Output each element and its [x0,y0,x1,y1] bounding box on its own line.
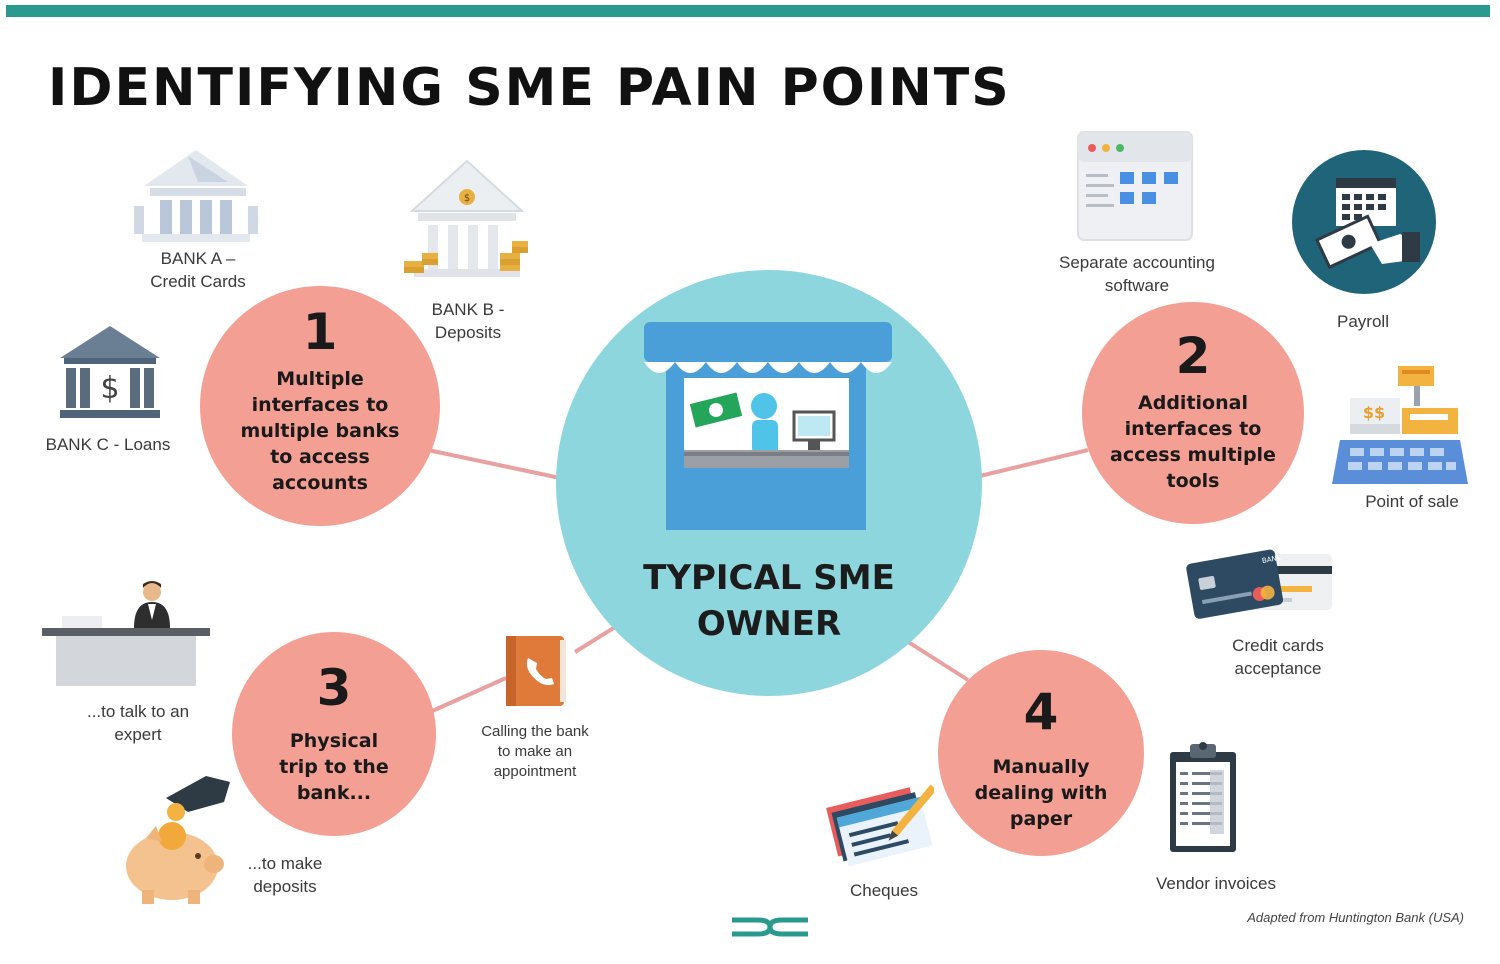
caption-line: Payroll [1337,312,1389,331]
pain-point-2-line: interfaces to [1124,418,1262,440]
pain-point-2-line: tools [1166,470,1220,492]
pain-point-4-line: dealing with [974,782,1108,804]
pain-point-1: 1 Multiple interfaces to multiple banks … [200,286,440,526]
bank-c-icon: $ [60,326,160,418]
svg-text:$: $ [464,193,470,204]
pain-point-2-line: access multiple [1110,444,1276,466]
pain-point-4-line: paper [1009,808,1073,830]
pain-point-1-line: Multiple [276,368,364,390]
phone-book-icon [506,636,566,706]
pain-point-2: 2 Additional interfaces to access multip… [1082,302,1304,524]
accounting-caption: Separate accounting software [1042,251,1232,297]
caption-line: BANK A – [160,249,236,268]
svg-text:BANK: BANK [1261,554,1282,565]
pain-point-4-line: Manually [992,756,1090,778]
caption-line: BANK B - [431,300,505,319]
pos-caption: Point of sale [1352,490,1472,513]
caption-line: ...to make [247,854,323,873]
caption-line: Separate accounting [1059,253,1215,272]
bank-c-caption: BANK C - Loans [36,433,180,456]
caption-line: appointment [493,763,577,780]
pain-point-2-number: 2 [1175,327,1211,385]
center-label-line2: OWNER [696,604,842,644]
center-label: TYPICAL SME OWNER [556,555,982,647]
brand-logo-icon [732,917,808,937]
caption-line: Credit Cards [150,272,246,291]
pain-point-1-line: multiple banks [240,420,400,442]
page-title: IDENTIFYING SME PAIN POINTS [48,58,1011,118]
pain-point-2-line: Additional [1138,392,1248,414]
pain-point-3-number: 3 [316,659,352,717]
expert-caption: ...to talk to an expert [58,700,218,746]
payroll-icon [1292,150,1436,294]
point-of-sale-icon: $$ [1332,366,1468,484]
vendor-invoices-icon [1170,742,1236,852]
accounting-software-icon [1077,131,1193,241]
svg-text:$: $ [100,371,119,406]
caption-line: expert [114,725,162,744]
caption-line: Calling the bank [481,723,589,740]
bank-expert-desk-icon [42,581,210,686]
caption-line: software [1104,276,1170,295]
pain-point-1-line: interfaces to [251,394,389,416]
pain-point-1-line: accounts [272,472,368,494]
caption-line: BANK C - Loans [45,435,171,454]
pain-point-4-number: 4 [1023,683,1059,741]
svg-text:$$: $$ [1363,403,1385,422]
caption-line: deposits [253,877,317,896]
caption-line: ...to talk to an [86,702,190,721]
vendor-caption: Vendor invoices [1136,872,1296,895]
bank-b-icon: $ [404,159,528,277]
top-accent-bar [6,5,1490,17]
cheques-icon [826,784,934,867]
source-credit: Adapted from Huntington Bank (USA) [1247,910,1464,925]
caption-line: Vendor invoices [1155,874,1277,893]
bank-a-caption: BANK A – Credit Cards [130,247,266,293]
pain-point-4: 4 Manually dealing with paper [938,650,1144,856]
piggy-bank-icon [126,776,230,904]
pain-point-3-line: bank... [296,782,372,804]
pain-point-3-line: Physical [289,730,379,752]
pain-point-3: 3 Physical trip to the bank... [232,632,436,836]
credit-cards-caption: Credit cards acceptance [1208,634,1348,680]
caption-line: Credit cards [1232,636,1324,655]
pain-point-1-number: 1 [302,303,338,361]
payroll-caption: Payroll [1318,310,1408,333]
bank-b-caption: BANK B - Deposits [408,298,528,344]
caption-line: acceptance [1234,659,1322,678]
caption-line: Deposits [434,323,502,342]
caption-line: Point of sale [1365,492,1459,511]
cheques-caption: Cheques [832,879,936,902]
caption-line: to make an [497,743,573,760]
center-circle: TYPICAL SME OWNER [556,270,982,696]
center-label-line1: TYPICAL SME [643,558,895,598]
credit-cards-icon: BANK [1186,549,1332,619]
storefront-icon [644,322,892,530]
caption-line: Cheques [849,881,919,900]
deposits-caption: ...to make deposits [230,852,340,898]
pain-point-3-line: trip to the [279,756,389,778]
pain-point-1-line: to access [270,446,370,468]
calling-caption: Calling the bank to make an appointment [462,722,608,782]
bank-a-icon [134,150,258,242]
